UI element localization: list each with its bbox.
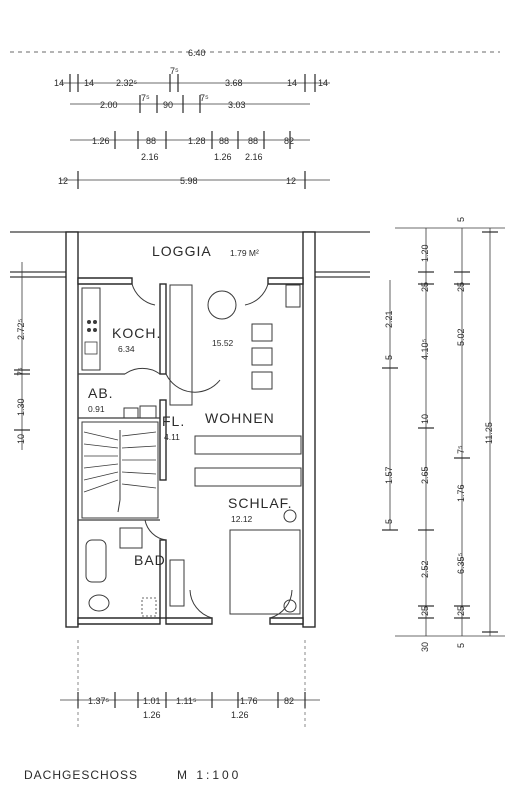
dim-r-19: 11.25 — [484, 422, 494, 444]
caption-title: DACHGESCHOSS — [24, 768, 138, 782]
bed-icon — [229, 529, 301, 615]
left-dimension-chain: 2.72⁵ 7⁵ 1.30 10 — [14, 262, 30, 450]
room-ab: AB. — [88, 385, 114, 401]
dim-top-r2-5: 14 — [287, 78, 297, 88]
staircase-icon — [81, 421, 159, 519]
dim-r-11: 1.57 — [384, 466, 394, 484]
dim-r-14: 2.52 — [420, 560, 430, 578]
dim-overall: 6.40 — [188, 48, 206, 58]
dim-top-r2-1: 14 — [84, 78, 94, 88]
dim-top-r4b-0: 2.16 — [141, 152, 159, 162]
area-schlaf: 12.12 — [231, 514, 253, 524]
dim-top-r2-3: 7⁵ — [170, 66, 179, 76]
bottom-dimension-chain: 1.37⁵ 1.01 1.11⁵ 1.76 82 1.26 1.26 — [60, 640, 320, 730]
right-dimension-chains: 5 1.20 25 25 2.21 4.10⁵ 5.02 5 10 7⁵ 2.6… — [382, 217, 505, 652]
dim-r-10: 2.65 — [420, 466, 430, 484]
dim-bottom-4: 82 — [284, 696, 294, 706]
dim-bottom-1: 1.01 — [143, 696, 161, 706]
toilet-icon — [88, 594, 110, 612]
dim-top-r4-2: 1.28 — [188, 136, 206, 146]
top-dimension-chains: 6.40 14 14 2.32⁵ 7⁵ 3.68 14 14 2.00 7⁵ 9… — [10, 48, 500, 189]
dim-r-8: 10 — [420, 414, 430, 424]
dim-left-0: 2.72⁵ — [16, 318, 26, 340]
dim-r-18: 5 — [456, 643, 466, 648]
bathtub-icon — [85, 539, 107, 583]
dim-top-r3-3: 7⁵ — [200, 93, 209, 103]
right-wall — [302, 231, 316, 628]
area-loggia: 1.79 M² — [230, 248, 259, 258]
dim-top-r4-5: 82 — [284, 136, 294, 146]
dim-top-r2-6: 14 — [318, 78, 328, 88]
dim-top-r2-0: 14 — [54, 78, 64, 88]
dim-r-2: 25 — [420, 282, 430, 292]
dim-top-r2-2: 2.32⁵ — [116, 78, 138, 88]
kitchen-counter — [81, 287, 101, 371]
room-schlaf: SCHLAF. — [228, 495, 293, 511]
dim-bottom-2: 1.11⁵ — [176, 696, 197, 706]
dim-top-r4-0: 1.26 — [92, 136, 110, 146]
dim-top-r5-2: 12 — [286, 176, 296, 186]
dim-r-20: 30 — [420, 642, 430, 652]
area-ab: 0.91 — [88, 404, 105, 414]
table-icon — [207, 290, 237, 320]
area-fl: 4.11 — [164, 432, 180, 442]
dim-r-4: 2.21 — [384, 310, 394, 328]
dim-r-13: 5 — [384, 519, 394, 524]
dim-r-5: 4.10⁵ — [420, 338, 430, 360]
area-koch: 6.34 — [118, 344, 135, 354]
dim-top-r4-4: 88 — [248, 136, 258, 146]
building — [10, 231, 370, 628]
dim-bottom-5: 1.26 — [143, 710, 161, 720]
dim-r-12: 1.76 — [456, 484, 466, 502]
dim-r-7: 5 — [384, 355, 394, 360]
dim-r-0: 5 — [456, 217, 466, 222]
dim-top-r4b-1: 1.26 — [214, 152, 232, 162]
dim-bottom-3: 1.76 — [240, 696, 258, 706]
dim-top-r4-3: 88 — [219, 136, 229, 146]
dim-left-1: 7⁵ — [16, 367, 26, 376]
dim-top-r5-0: 12 — [58, 176, 68, 186]
room-wohnen: WOHNEN — [205, 410, 275, 426]
dim-top-r5-1: 5.98 — [180, 176, 198, 186]
room-labels: LOGGIA 1.79 M² KOCH. 6.34 AB. 0.91 FL. 4… — [88, 243, 293, 568]
room-koch: KOCH. — [112, 325, 161, 341]
room-bad: BAD — [134, 552, 166, 568]
dim-top-r3-0: 2.00 — [100, 100, 118, 110]
dim-r-9: 7⁵ — [456, 445, 466, 454]
dim-top-r3-4: 3.03 — [228, 100, 246, 110]
dim-left-2: 1.30 — [16, 398, 26, 416]
dim-r-15: 6.35⁵ — [456, 552, 466, 574]
caption-scale: M 1:100 — [177, 768, 241, 782]
dim-top-r2-4: 3.68 — [225, 78, 243, 88]
dim-r-1: 1.20 — [420, 244, 430, 262]
dim-r-16: 25 — [420, 606, 430, 616]
dim-bottom-6: 1.26 — [231, 710, 249, 720]
dim-top-r3-1: 7⁵ — [141, 93, 150, 103]
room-loggia: LOGGIA — [152, 243, 212, 259]
dim-top-r4b-2: 2.16 — [245, 152, 263, 162]
left-wall — [65, 231, 79, 628]
dim-top-r4-1: 88 — [146, 136, 156, 146]
area-wohnen: 15.52 — [212, 338, 234, 348]
dim-r-6: 5.02 — [456, 328, 466, 346]
dim-bottom-0: 1.37⁵ — [88, 696, 110, 706]
dim-left-3: 10 — [16, 434, 26, 444]
dim-r-3: 25 — [456, 282, 466, 292]
dim-r-17: 25 — [456, 606, 466, 616]
dim-top-r3-2: 90 — [163, 100, 173, 110]
room-fl: FL. — [162, 413, 185, 429]
sink-icon — [119, 527, 143, 549]
